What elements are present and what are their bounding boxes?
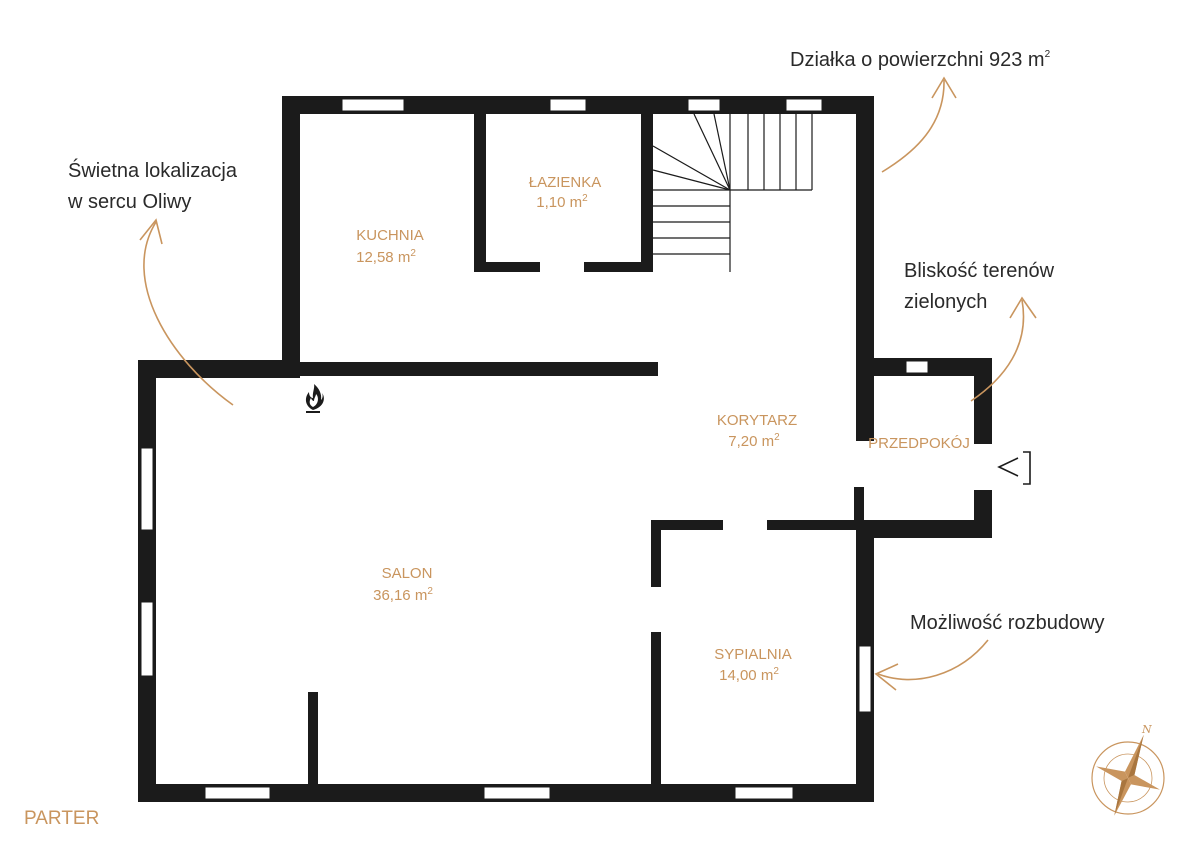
arrow-rozbudowa [877, 639, 989, 681]
wall-vestibule-inner-lower [854, 487, 864, 527]
wall-kitchen-bottom [282, 362, 658, 376]
note-rozbudowa: Możliwość rozbudowy [874, 612, 1105, 691]
note-line-2: zielonych [904, 291, 987, 313]
wall-bedroom-top-left [651, 520, 723, 530]
room-sypialnia: SYPIALNIA 14,00 m2 [714, 646, 792, 684]
room-kuchnia: KUCHNIA 12,58 m2 [356, 227, 424, 266]
window-kitchen [341, 98, 405, 112]
note-zielen: Bliskość terenów zielonych [904, 260, 1055, 402]
room-area: 7,20 m2 [728, 432, 780, 450]
room-salon: SALON 36,16 m2 [373, 565, 433, 604]
note-text: Działka o powierzchni 923 m2 [790, 49, 1051, 71]
wall-left [138, 360, 156, 802]
compass-north-label: N [1141, 723, 1152, 736]
window-bedroom-bottom [734, 786, 794, 800]
room-name: PRZEDPOKÓJ [868, 435, 970, 452]
note-line-2: w sercu Oliwy [67, 191, 191, 213]
wall-bedroom-top-right [767, 520, 874, 530]
wall-salon-partition [308, 692, 318, 802]
room-area: 36,16 m2 [373, 586, 433, 604]
window-salon-bottom-1 [204, 786, 271, 800]
wall-bath-bottom-right [584, 262, 653, 272]
fire-icon [305, 384, 324, 413]
note-line-1: Bliskość terenów [904, 260, 1055, 282]
staircase [652, 113, 813, 272]
floor-label: PARTER [24, 808, 99, 829]
note-text: Możliwość rozbudowy [910, 612, 1105, 634]
window-salon-left-2 [140, 601, 154, 677]
room-korytarz: KORYTARZ 7,20 m2 [717, 412, 797, 450]
room-area: 12,58 m2 [356, 248, 416, 266]
room-przedpokoj: PRZEDPOKÓJ [868, 435, 970, 452]
room-name: KORYTARZ [717, 412, 797, 429]
room-name: ŁAZIENKA [529, 174, 602, 191]
windows [140, 98, 929, 800]
room-lazienka: ŁAZIENKA 1,10 m2 [529, 174, 602, 211]
corridor-opening [860, 441, 872, 487]
window-salon-bottom-2 [483, 786, 551, 800]
wall-bath-bottom-left [474, 262, 540, 272]
wall-bath-right [641, 96, 653, 272]
wall-bedroom-left-upper [651, 520, 661, 587]
window-stairs-right [785, 98, 823, 112]
window-bedroom-right [858, 645, 872, 713]
note-line-1: Świetna lokalizacja [68, 158, 238, 182]
entrance-arrow-icon [997, 451, 1031, 485]
room-name: SALON [382, 565, 433, 582]
room-area: 14,00 m2 [719, 666, 779, 684]
arrow-lokalizacja [143, 221, 234, 406]
window-stairs-left [687, 98, 721, 112]
window-salon-left-1 [140, 447, 154, 531]
wall-bedroom-left-lower [651, 632, 661, 802]
wall-bath-left [474, 96, 486, 272]
compass-rose-icon: N [1091, 723, 1165, 816]
room-name: KUCHNIA [356, 227, 424, 244]
note-lokalizacja: Świetna lokalizacja w sercu Oliwy [67, 158, 238, 406]
room-name: SYPIALNIA [714, 646, 792, 663]
room-area: 1,10 m2 [536, 193, 588, 211]
window-bath [549, 98, 587, 112]
window-vestibule [905, 360, 929, 374]
wall-vestibule-right-upper [974, 358, 992, 444]
arrow-zielen [970, 299, 1025, 402]
note-dzialka: Działka o powierzchni 923 m2 [790, 49, 1051, 173]
wall-upper-left [282, 96, 300, 378]
wall-upper-right [856, 96, 874, 441]
arrow-dzialka [881, 79, 945, 173]
wall-salon-top [138, 360, 300, 378]
wall-vestibule-bottom [856, 520, 992, 538]
